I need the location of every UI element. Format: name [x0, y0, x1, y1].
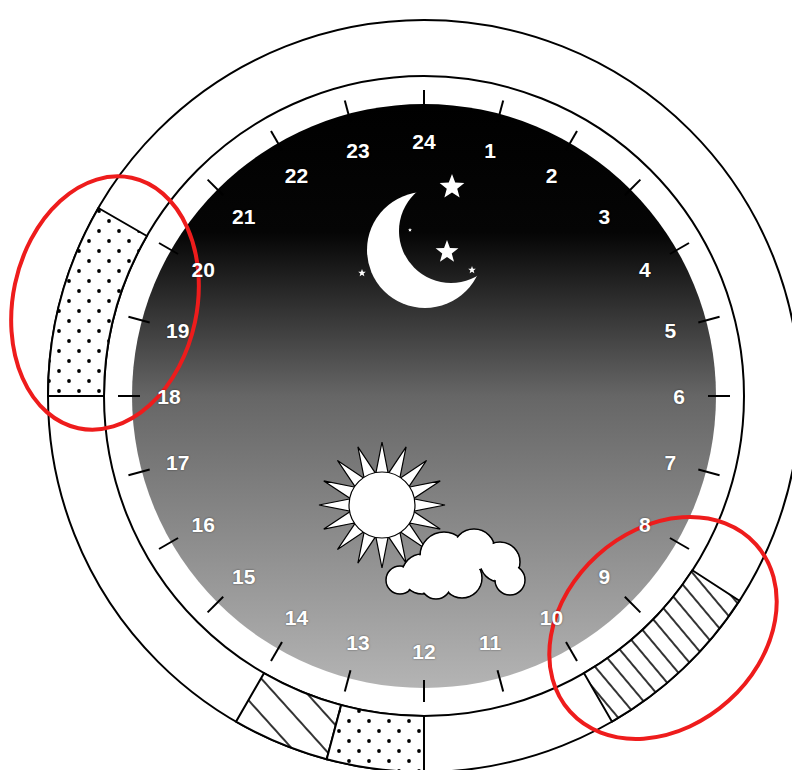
hour-tick	[271, 642, 282, 661]
hour-tick	[625, 597, 641, 613]
hour-tick	[670, 243, 689, 254]
hour-tick	[423, 90, 425, 112]
highlight-ellipse	[505, 472, 792, 770]
hour-tick	[271, 131, 282, 150]
inner-ring	[104, 76, 744, 716]
ring-segment	[48, 208, 147, 396]
hour-number: 5	[664, 320, 676, 341]
moon	[367, 179, 503, 308]
sky-dial	[132, 104, 716, 688]
hour-number: 3	[598, 205, 610, 226]
hour-number: 23	[346, 139, 369, 160]
hour-number: 2	[546, 165, 558, 186]
hour-number: 11	[479, 632, 501, 653]
highlight-ellipse	[0, 159, 222, 448]
moon-shadow	[399, 179, 503, 283]
star	[440, 174, 465, 198]
ring-segment	[327, 705, 424, 770]
cloud-fill	[443, 559, 481, 597]
hour-tick	[698, 317, 719, 323]
star	[468, 266, 476, 273]
hour-tick	[118, 395, 140, 397]
hour-number: 21	[232, 205, 255, 226]
ring-segment	[236, 673, 341, 759]
hour-number: 14	[285, 606, 308, 627]
hour-tick	[208, 597, 224, 613]
hour-tick	[698, 470, 719, 476]
star	[408, 228, 412, 232]
cloud-fill	[422, 570, 450, 598]
hour-tick	[345, 670, 351, 691]
hour-tick	[566, 131, 577, 150]
hour-number: 15	[232, 566, 255, 587]
hour-tick	[566, 642, 577, 661]
hour-number: 7	[664, 451, 676, 472]
hour-tick	[128, 317, 149, 323]
hour-number: 8	[639, 513, 651, 534]
hour-number: 12	[412, 641, 435, 662]
hour-number: 4	[639, 258, 651, 279]
hour-number: 16	[191, 513, 214, 534]
hour-number: 13	[346, 632, 369, 653]
hour-tick	[128, 470, 149, 476]
hour-tick	[625, 180, 641, 196]
hour-tick	[498, 100, 504, 121]
hour-tick	[498, 670, 504, 691]
hour-ticks	[118, 90, 730, 702]
hour-tick	[208, 180, 224, 196]
hour-number: 17	[166, 451, 189, 472]
hour-number: 20	[191, 258, 214, 279]
hour-tick	[159, 538, 178, 549]
hour-tick	[159, 243, 178, 254]
hour-tick	[670, 538, 689, 549]
cloud	[386, 529, 525, 599]
hour-number: 24	[412, 131, 435, 152]
hour-tick	[708, 395, 730, 397]
hour-number: 9	[598, 566, 610, 587]
hour-tick	[423, 680, 425, 702]
stars	[358, 174, 476, 276]
star	[358, 269, 366, 276]
sun-disc	[349, 472, 415, 538]
hour-number: 1	[484, 139, 496, 160]
star	[436, 240, 459, 262]
hour-number: 10	[540, 606, 563, 627]
hour-number: 18	[157, 386, 180, 407]
hour-number: 19	[166, 320, 189, 341]
hour-tick	[345, 100, 351, 121]
outer-ring	[48, 20, 792, 770]
cloud-fill	[496, 566, 524, 594]
hour-number: 22	[285, 165, 308, 186]
hour-number: 6	[673, 386, 685, 407]
